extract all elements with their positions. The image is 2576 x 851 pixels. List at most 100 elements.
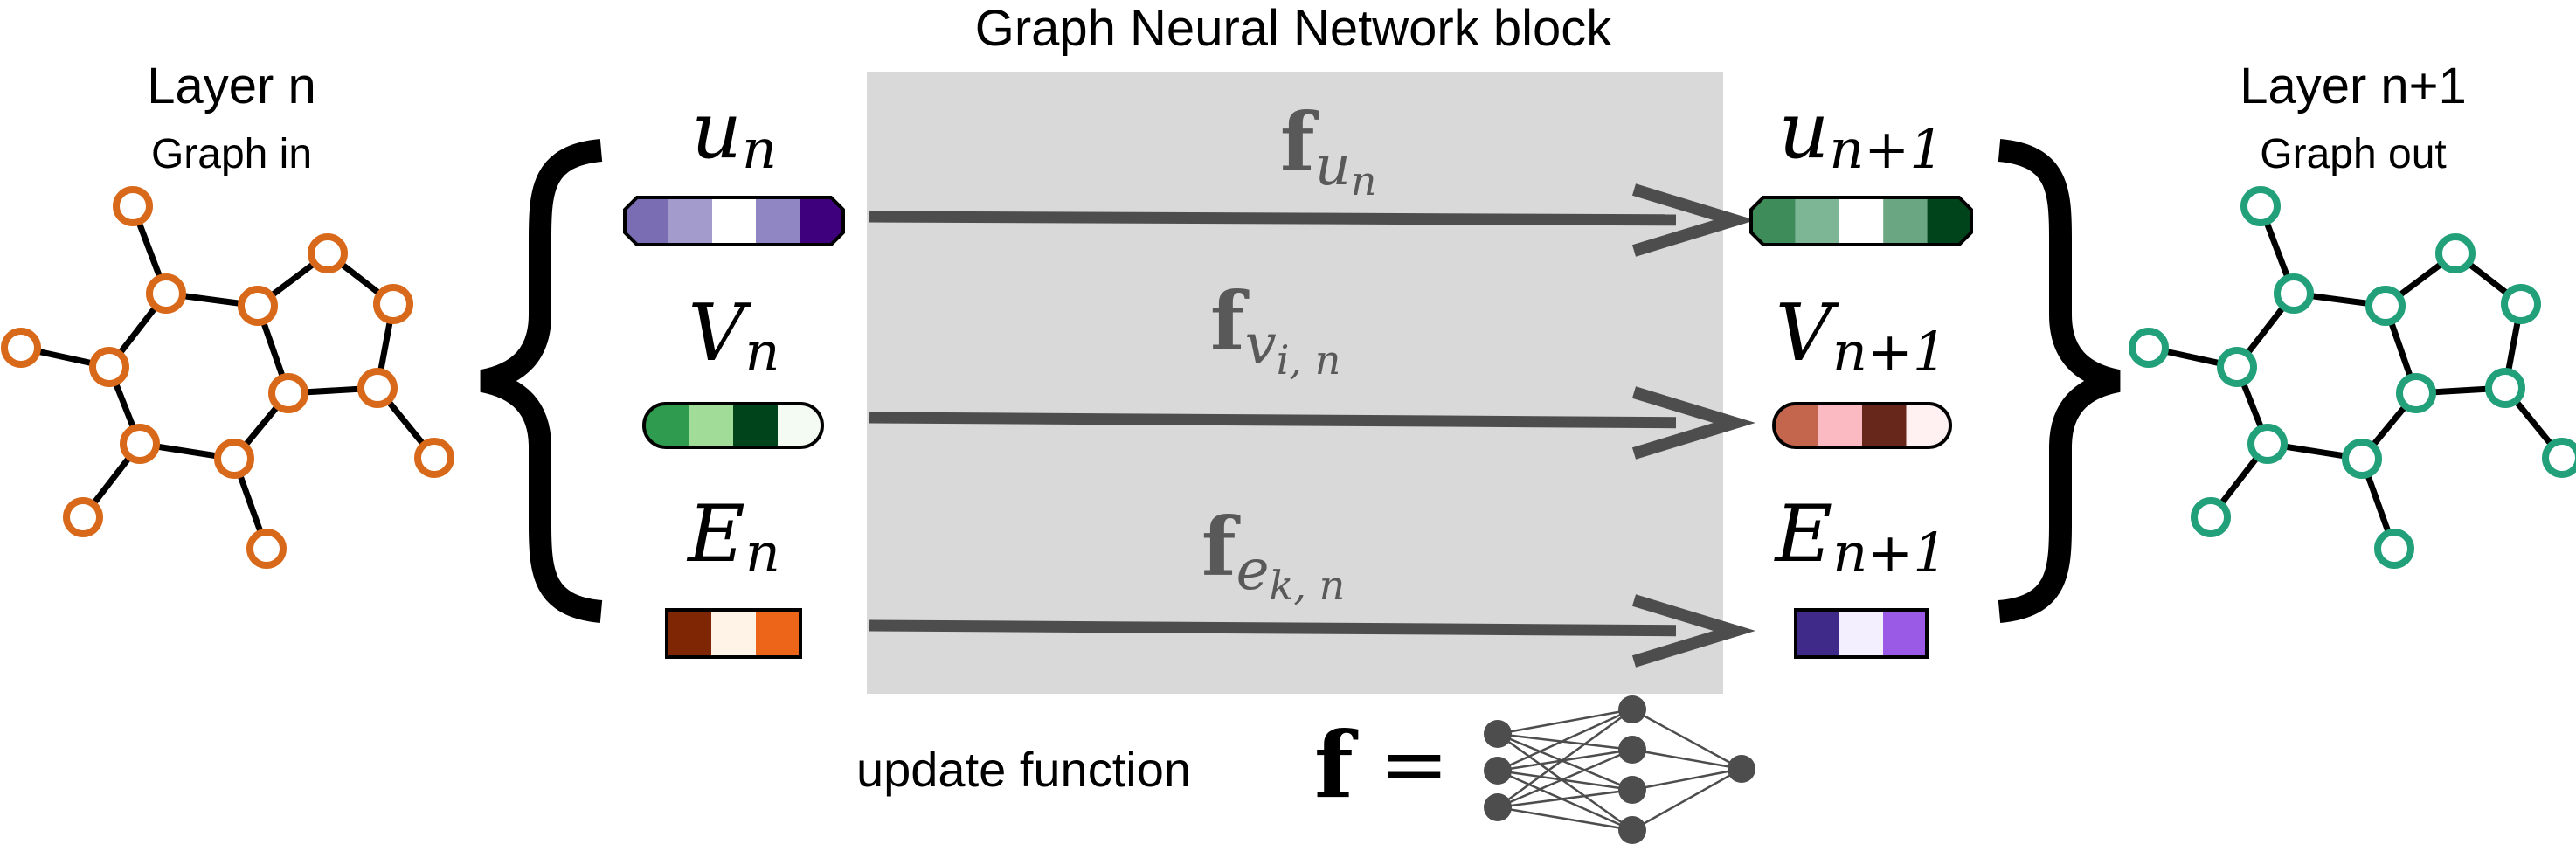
output-e-symbol: En+1 bbox=[1773, 488, 1947, 585]
graph-node bbox=[2247, 424, 2288, 464]
network-connection bbox=[1497, 708, 1633, 736]
network-connection bbox=[1497, 708, 1633, 772]
vector-cell bbox=[1818, 404, 1863, 447]
vector-cell bbox=[756, 610, 800, 657]
vector-outline bbox=[642, 402, 824, 449]
graph-node bbox=[2217, 347, 2257, 387]
gnn-block-background bbox=[867, 72, 1723, 694]
graph-node bbox=[373, 284, 413, 324]
output-graph bbox=[2129, 186, 2576, 569]
graph-node bbox=[2435, 233, 2476, 273]
graph-node bbox=[89, 347, 129, 387]
input-v-vector bbox=[642, 402, 824, 449]
graph-node bbox=[357, 368, 398, 408]
vector-outline bbox=[1794, 608, 1929, 659]
vector-cell bbox=[1927, 197, 1971, 245]
network-neuron bbox=[1484, 720, 1512, 748]
vector-outline bbox=[665, 608, 802, 659]
vector-cell bbox=[1795, 197, 1840, 245]
graph-node bbox=[2396, 373, 2436, 413]
diagram-title: Graph Neural Network block bbox=[975, 0, 1613, 57]
graph-node bbox=[268, 373, 308, 413]
graph-node bbox=[2501, 284, 2541, 324]
right-brace bbox=[1998, 139, 2121, 623]
output-e-vector bbox=[1794, 608, 1929, 659]
neural-network-icon bbox=[1484, 695, 1755, 844]
vector-cell bbox=[625, 197, 669, 245]
vector-cell bbox=[733, 404, 779, 447]
vector-cell bbox=[1796, 610, 1840, 657]
update-arrow-shaft bbox=[869, 412, 1677, 429]
vector-cell bbox=[1839, 610, 1884, 657]
input-e-symbol: En bbox=[686, 488, 780, 585]
vector-cell bbox=[800, 197, 843, 245]
graph-node bbox=[2191, 497, 2231, 537]
graph-node bbox=[2374, 529, 2414, 569]
graph-node bbox=[2365, 286, 2406, 326]
update-arrow-shaft bbox=[869, 211, 1677, 226]
network-connection bbox=[1497, 708, 1633, 809]
network-neuron bbox=[1618, 776, 1646, 804]
output-u-symbol: un+1 bbox=[1778, 85, 1943, 181]
network-neuron bbox=[1618, 736, 1646, 764]
network-connection bbox=[1497, 806, 1633, 832]
network-connection bbox=[1497, 732, 1633, 792]
function-u-label: fun bbox=[1280, 95, 1376, 204]
graph-node bbox=[2342, 439, 2382, 479]
network-neuron bbox=[1618, 816, 1646, 844]
network-neuron bbox=[1728, 755, 1755, 783]
vector-cell bbox=[1883, 197, 1929, 245]
update-arrows bbox=[869, 183, 1756, 668]
vector-cell bbox=[667, 610, 712, 657]
network-neuron bbox=[1484, 757, 1512, 785]
vector-cell bbox=[689, 404, 734, 447]
right-layer-heading: Layer n+1 bbox=[2240, 58, 2467, 114]
vector-cell bbox=[711, 610, 757, 657]
input-u-symbol: un bbox=[691, 85, 777, 181]
graph-node bbox=[1, 328, 41, 368]
graph-node bbox=[308, 233, 348, 273]
function-v-label: fvi, n bbox=[1210, 274, 1340, 384]
network-connection bbox=[1497, 788, 1633, 809]
input-graph bbox=[1, 186, 454, 569]
graph-node bbox=[146, 273, 186, 314]
network-connection bbox=[1497, 769, 1633, 832]
left-brace bbox=[480, 139, 603, 623]
vector-cell bbox=[1883, 610, 1927, 657]
graph-node bbox=[2240, 186, 2281, 226]
graph-node bbox=[246, 529, 287, 569]
input-v-symbol: Vn bbox=[689, 287, 780, 384]
network-connection bbox=[1631, 748, 1742, 771]
update-arrow-shaft bbox=[869, 619, 1677, 637]
graph-node bbox=[2542, 438, 2576, 478]
graph-node bbox=[113, 186, 153, 226]
vector-cell bbox=[756, 197, 800, 245]
output-u-vector bbox=[1749, 196, 1973, 246]
input-u-vector bbox=[623, 196, 845, 246]
vector-outline bbox=[623, 196, 845, 246]
network-neuron bbox=[1484, 793, 1512, 821]
network-connection bbox=[1497, 748, 1633, 772]
graph-node bbox=[2485, 368, 2525, 408]
network-connection bbox=[1497, 732, 1633, 832]
graph-node bbox=[414, 438, 454, 478]
right-layer-subheading: Graph out bbox=[2260, 131, 2446, 177]
network-connection bbox=[1497, 748, 1633, 809]
network-connection bbox=[1631, 708, 1742, 771]
output-v-vector bbox=[1772, 402, 1952, 449]
graph-node bbox=[2274, 273, 2314, 314]
left-layer-subheading: Graph in bbox=[151, 131, 312, 177]
update-function-symbol: f bbox=[1314, 711, 1359, 819]
vector-cell bbox=[668, 197, 713, 245]
network-neuron bbox=[1618, 695, 1646, 723]
graph-node bbox=[63, 497, 103, 537]
vector-outline bbox=[1749, 196, 1973, 246]
update-function-label: update function bbox=[856, 742, 1191, 797]
update-arrow-head bbox=[1631, 183, 1756, 257]
update-arrow-head bbox=[1631, 386, 1756, 460]
graph-node bbox=[2129, 328, 2169, 368]
output-v-symbol: Vn+1 bbox=[1776, 287, 1947, 384]
vector-cell bbox=[1751, 197, 1796, 245]
network-connection bbox=[1497, 732, 1633, 751]
